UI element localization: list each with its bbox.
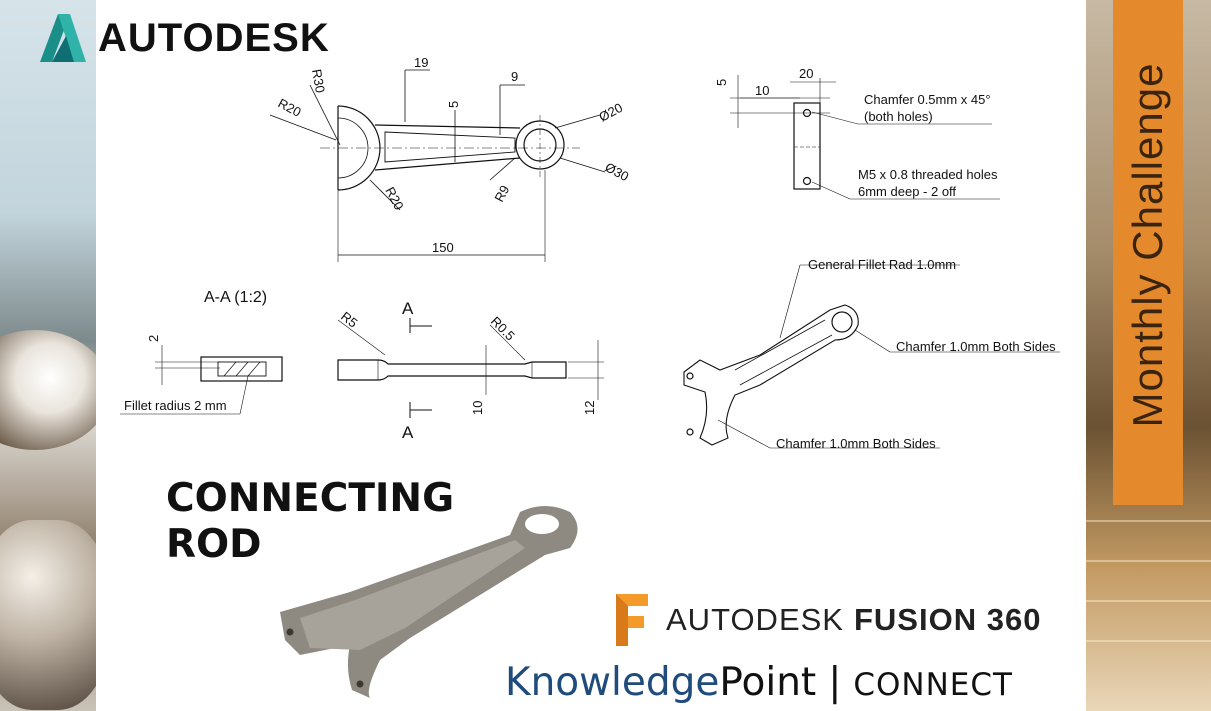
top-view xyxy=(269,69,606,262)
knowledgepoint-logo: Knowledge Point | CONNECT xyxy=(505,660,1013,705)
end-dim-10: 10 xyxy=(755,83,769,98)
section-label: A-A (1:2) xyxy=(204,289,267,306)
note-chamfer-top: Chamfer 1.0mm Both Sides xyxy=(896,339,1056,354)
technical-drawing: R30 R20 19 5 9 Ø20 Ø30 R9 R20 150 5 10 2… xyxy=(120,55,1060,698)
kp-knowledge-text: Knowledge xyxy=(505,660,720,705)
dim-150: 150 xyxy=(432,240,454,255)
rod-3d-render xyxy=(280,506,578,698)
dim-r20-bottom: R20 xyxy=(382,184,406,212)
autodesk-logo-text: AUTODESK xyxy=(98,15,330,60)
right-background-stripe xyxy=(1086,600,1211,602)
fusion-product-text: FUSION 360 xyxy=(853,602,1042,637)
section-view xyxy=(120,345,283,415)
end-dim-20: 20 xyxy=(799,66,813,81)
note-general-fillet: General Fillet Rad 1.0mm xyxy=(808,257,956,272)
kp-point-text: Point xyxy=(719,660,817,705)
iso-view xyxy=(683,264,1060,449)
side-dim-r05: R0.5 xyxy=(488,314,518,344)
side-view xyxy=(337,318,604,418)
left-background-image xyxy=(0,0,96,711)
title-line-1: CONNECTING xyxy=(166,476,455,521)
note-chamfer-bottom: Chamfer 1.0mm Both Sides xyxy=(776,436,936,451)
end-dim-5: 5 xyxy=(714,79,729,86)
side-banner xyxy=(1113,0,1183,505)
side-dim-r5: R5 xyxy=(338,309,360,331)
dim-5: 5 xyxy=(446,101,461,108)
side-banner-text: Monthly Challenge xyxy=(1124,62,1171,428)
dim-d30: Ø30 xyxy=(603,159,632,184)
side-dim-10: 10 xyxy=(470,401,485,415)
kp-connect-text: CONNECT xyxy=(853,667,1013,703)
autodesk-logo-icon xyxy=(40,14,86,62)
note-fillet-radius: Fillet radius 2 mm xyxy=(124,398,227,413)
note-threads-line2: 6mm deep - 2 off xyxy=(858,184,956,199)
note-chamfer-holes-line2: (both holes) xyxy=(864,109,933,124)
autodesk-logo: AUTODESK xyxy=(36,12,330,64)
dim-9: 9 xyxy=(511,69,518,84)
end-view xyxy=(730,75,1000,200)
kp-separator: | xyxy=(828,660,842,705)
dim-19: 19 xyxy=(414,55,428,70)
section-dim-2: 2 xyxy=(146,335,161,342)
right-background-stripe xyxy=(1086,560,1211,562)
right-background-stripe xyxy=(1086,520,1211,522)
left-background-shape xyxy=(0,330,96,450)
left-background-shape xyxy=(0,520,96,710)
note-chamfer-holes-line1: Chamfer 0.5mm x 45° xyxy=(864,92,991,107)
fusion-360-logo: AUTODESK FUSION 360 xyxy=(612,590,1041,650)
fusion-360-icon xyxy=(616,594,648,646)
section-marker-top: A xyxy=(402,299,414,318)
note-threads-line1: M5 x 0.8 threaded holes xyxy=(858,167,998,182)
fusion-brand-text: AUTODESK xyxy=(666,602,844,637)
dim-r30: R30 xyxy=(309,68,328,94)
dim-r20-left: R20 xyxy=(276,95,304,119)
page-title: CONNECTING ROD xyxy=(166,476,454,568)
dim-r9: R9 xyxy=(491,183,512,205)
title-line-2: ROD xyxy=(166,522,262,567)
side-dim-12: 12 xyxy=(582,401,597,415)
right-background-stripe xyxy=(1086,640,1211,642)
section-marker-bottom: A xyxy=(402,423,414,442)
dim-d20: Ø20 xyxy=(596,100,625,125)
